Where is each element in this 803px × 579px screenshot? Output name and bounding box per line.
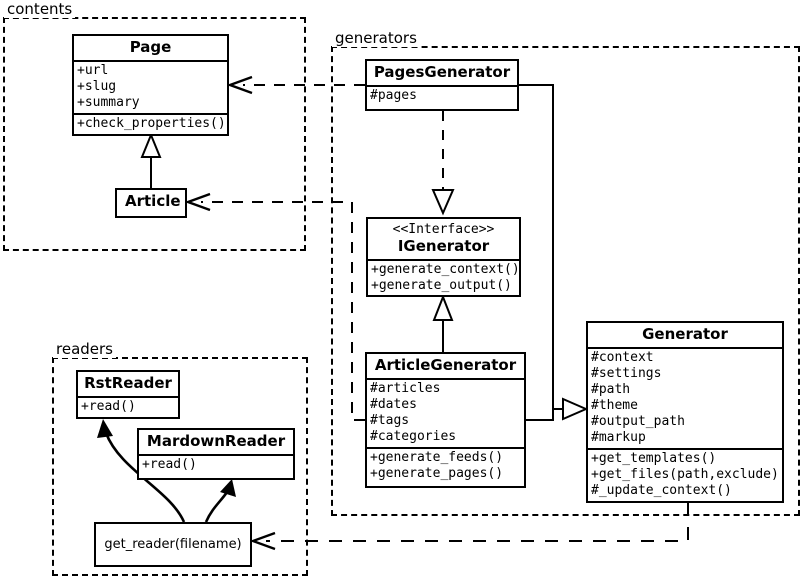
- operation: +generate_feeds(): [370, 450, 504, 465]
- class-generator-operations: +get_templates() +get_files(path,exclude…: [588, 448, 782, 501]
- attribute: #path: [591, 382, 631, 397]
- attribute: #tags: [370, 413, 410, 428]
- class-page-operations: +check_properties(): [74, 113, 227, 134]
- attribute: #pages: [370, 88, 417, 103]
- class-igenerator-operations: +generate_context() +generate_output(): [368, 259, 520, 296]
- class-page-attributes: +url +slug +summary: [74, 60, 227, 113]
- package-contents-label: contents: [4, 1, 76, 18]
- attribute: #articles: [370, 381, 441, 396]
- class-generator-attributes: #context #settings #path #theme #output_…: [588, 347, 782, 448]
- attribute: #settings: [591, 366, 662, 381]
- class-article[interactable]: Article: [115, 188, 187, 218]
- class-igenerator-name: IGenerator: [397, 237, 490, 255]
- operation: +read(): [81, 399, 136, 414]
- operation: +read(): [142, 457, 197, 472]
- class-mardown-reader[interactable]: MardownReader +read(): [137, 428, 295, 480]
- attribute: +summary: [77, 95, 140, 110]
- class-generator-name: Generator: [642, 325, 728, 343]
- class-rst-reader-operations: +read(): [78, 396, 178, 417]
- class-article-generator[interactable]: ArticleGenerator #articles #dates #tags …: [365, 352, 526, 488]
- function-get-reader-label: get_reader(filename): [104, 537, 242, 552]
- attribute: #output_path: [591, 414, 685, 429]
- attribute: #markup: [591, 430, 646, 445]
- operation: +get_templates(): [591, 451, 717, 466]
- operation: +get_files(path,exclude): [591, 467, 779, 482]
- function-get-reader[interactable]: get_reader(filename): [94, 522, 252, 567]
- class-igenerator[interactable]: <<Interface>> IGenerator +generate_conte…: [366, 217, 521, 297]
- attribute: +url: [77, 63, 109, 78]
- operation: +generate_context(): [371, 262, 520, 277]
- class-pages-generator[interactable]: PagesGenerator #pages: [365, 59, 519, 111]
- class-article-generator-operations: +generate_feeds() +generate_pages(): [367, 447, 524, 484]
- package-readers-label: readers: [53, 341, 116, 358]
- class-page[interactable]: Page +url +slug +summary +check_properti…: [72, 34, 229, 136]
- class-rst-reader-name: RstReader: [84, 374, 172, 392]
- package-generators-label: generators: [332, 30, 420, 47]
- class-article-name: Article: [125, 192, 181, 210]
- package-readers: [52, 357, 308, 576]
- class-rst-reader[interactable]: RstReader +read(): [76, 370, 180, 419]
- attribute: +slug: [77, 79, 117, 94]
- class-generator[interactable]: Generator #context #settings #path #them…: [586, 321, 784, 503]
- operation: +generate_output(): [371, 278, 512, 293]
- attribute: #dates: [370, 397, 417, 412]
- class-igenerator-stereotype: <<Interface>>: [392, 222, 495, 237]
- operation: +generate_pages(): [370, 466, 504, 481]
- package-generators: [331, 46, 800, 516]
- class-article-generator-name: ArticleGenerator: [374, 356, 517, 374]
- attribute: #categories: [370, 429, 457, 444]
- package-contents: [3, 17, 306, 251]
- class-pages-generator-name: PagesGenerator: [373, 63, 511, 81]
- operation: #_update_context(): [591, 483, 732, 498]
- operation: +check_properties(): [77, 116, 226, 131]
- class-pages-generator-attributes: #pages: [367, 85, 517, 106]
- class-page-name: Page: [129, 38, 172, 56]
- attribute: #theme: [591, 398, 638, 413]
- class-mardown-reader-name: MardownReader: [146, 432, 286, 450]
- class-article-generator-attributes: #articles #dates #tags #categories: [367, 378, 524, 447]
- class-mardown-reader-operations: +read(): [139, 454, 293, 475]
- attribute: #context: [591, 350, 654, 365]
